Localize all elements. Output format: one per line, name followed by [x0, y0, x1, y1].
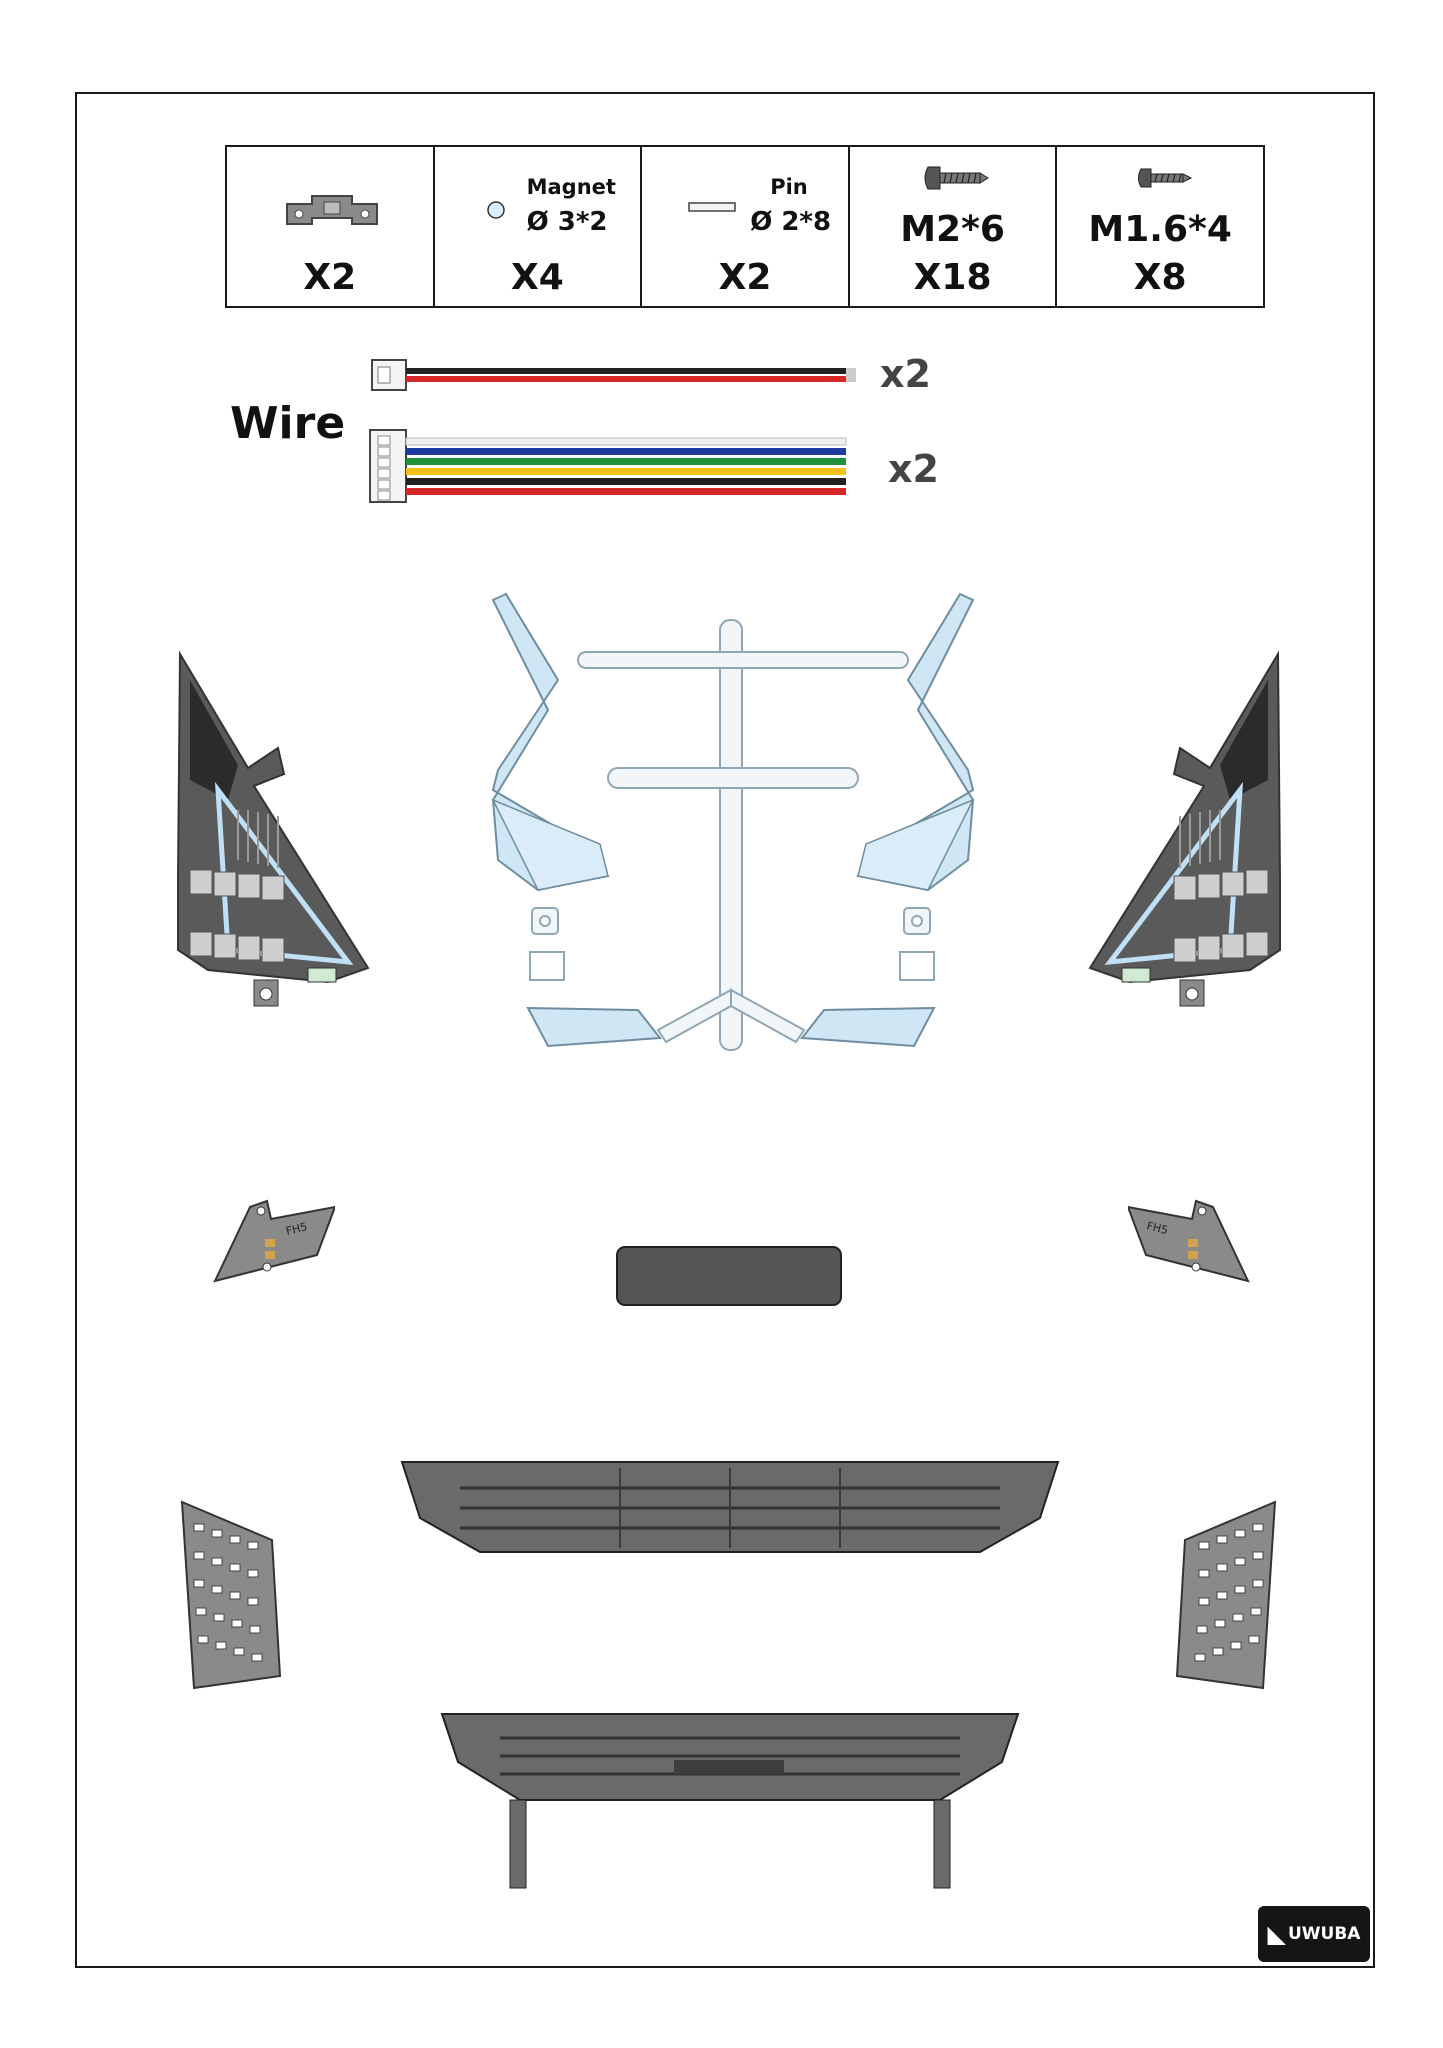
parts-cell-screw-m2: M2*6 X18 — [850, 147, 1058, 306]
brand-logo: ◣ UWUBA — [1258, 1906, 1370, 1962]
screw-spec: M1.6*4 — [1088, 209, 1232, 250]
screw-spec: M2*6 — [900, 209, 1005, 250]
six-pin-wire — [369, 429, 847, 503]
magnet-label: Magnet — [526, 175, 616, 199]
parts-cell-screw-m16: M1.6*4 X8 — [1057, 147, 1263, 306]
pcb-label: FH5 — [285, 1220, 309, 1238]
brand-mark-icon: ◣ — [1267, 1920, 1286, 1948]
pin-label: Pin — [770, 175, 808, 199]
page-frame — [75, 92, 1375, 1968]
upper-grille — [400, 1461, 1060, 1553]
parts-qty: X8 — [1133, 257, 1187, 298]
pcb-label: FH5 — [1145, 1219, 1169, 1237]
wire-label: Wire — [230, 398, 346, 449]
parts-cell-magnet: Magnet Ø 3*2 X4 — [435, 147, 643, 306]
right-pcb-bracket: FH5 — [1128, 1199, 1250, 1283]
screw-icon — [1138, 168, 1193, 188]
screw-icon — [924, 166, 989, 190]
magnet-dim: Ø 3*2 — [526, 207, 608, 237]
bracket-icon — [286, 195, 378, 225]
parts-qty: X4 — [510, 257, 564, 298]
clear-lens-sprue — [491, 592, 975, 1051]
left-headlight-housing — [177, 650, 370, 1007]
parts-table: X2 Magnet Ø 3*2 X4 Pin Ø 2*8 X2 M2*6 X18 — [225, 145, 1265, 308]
left-mesh-vent — [180, 1500, 282, 1690]
two-pin-wire — [371, 359, 856, 391]
two-pin-wire-qty: x2 — [880, 352, 931, 396]
magnet-icon — [486, 201, 505, 219]
parts-cell-pin: Pin Ø 2*8 X2 — [642, 147, 850, 306]
pin-dim: Ø 2*8 — [750, 207, 832, 237]
right-mesh-vent — [1175, 1500, 1277, 1690]
six-pin-wire-qty: x2 — [888, 447, 939, 491]
parts-qty: X2 — [718, 257, 772, 298]
parts-qty: X18 — [913, 257, 992, 298]
parts-qty: X2 — [303, 257, 357, 298]
right-headlight-housing — [1088, 650, 1281, 1007]
left-pcb-bracket: FH5 — [213, 1199, 335, 1283]
license-plate — [616, 1246, 842, 1306]
brand-logo-text: UWUBA — [1287, 1924, 1361, 1944]
pin-icon — [688, 202, 736, 212]
lower-grille — [440, 1713, 1020, 1889]
parts-cell-bracket: X2 — [227, 147, 435, 306]
